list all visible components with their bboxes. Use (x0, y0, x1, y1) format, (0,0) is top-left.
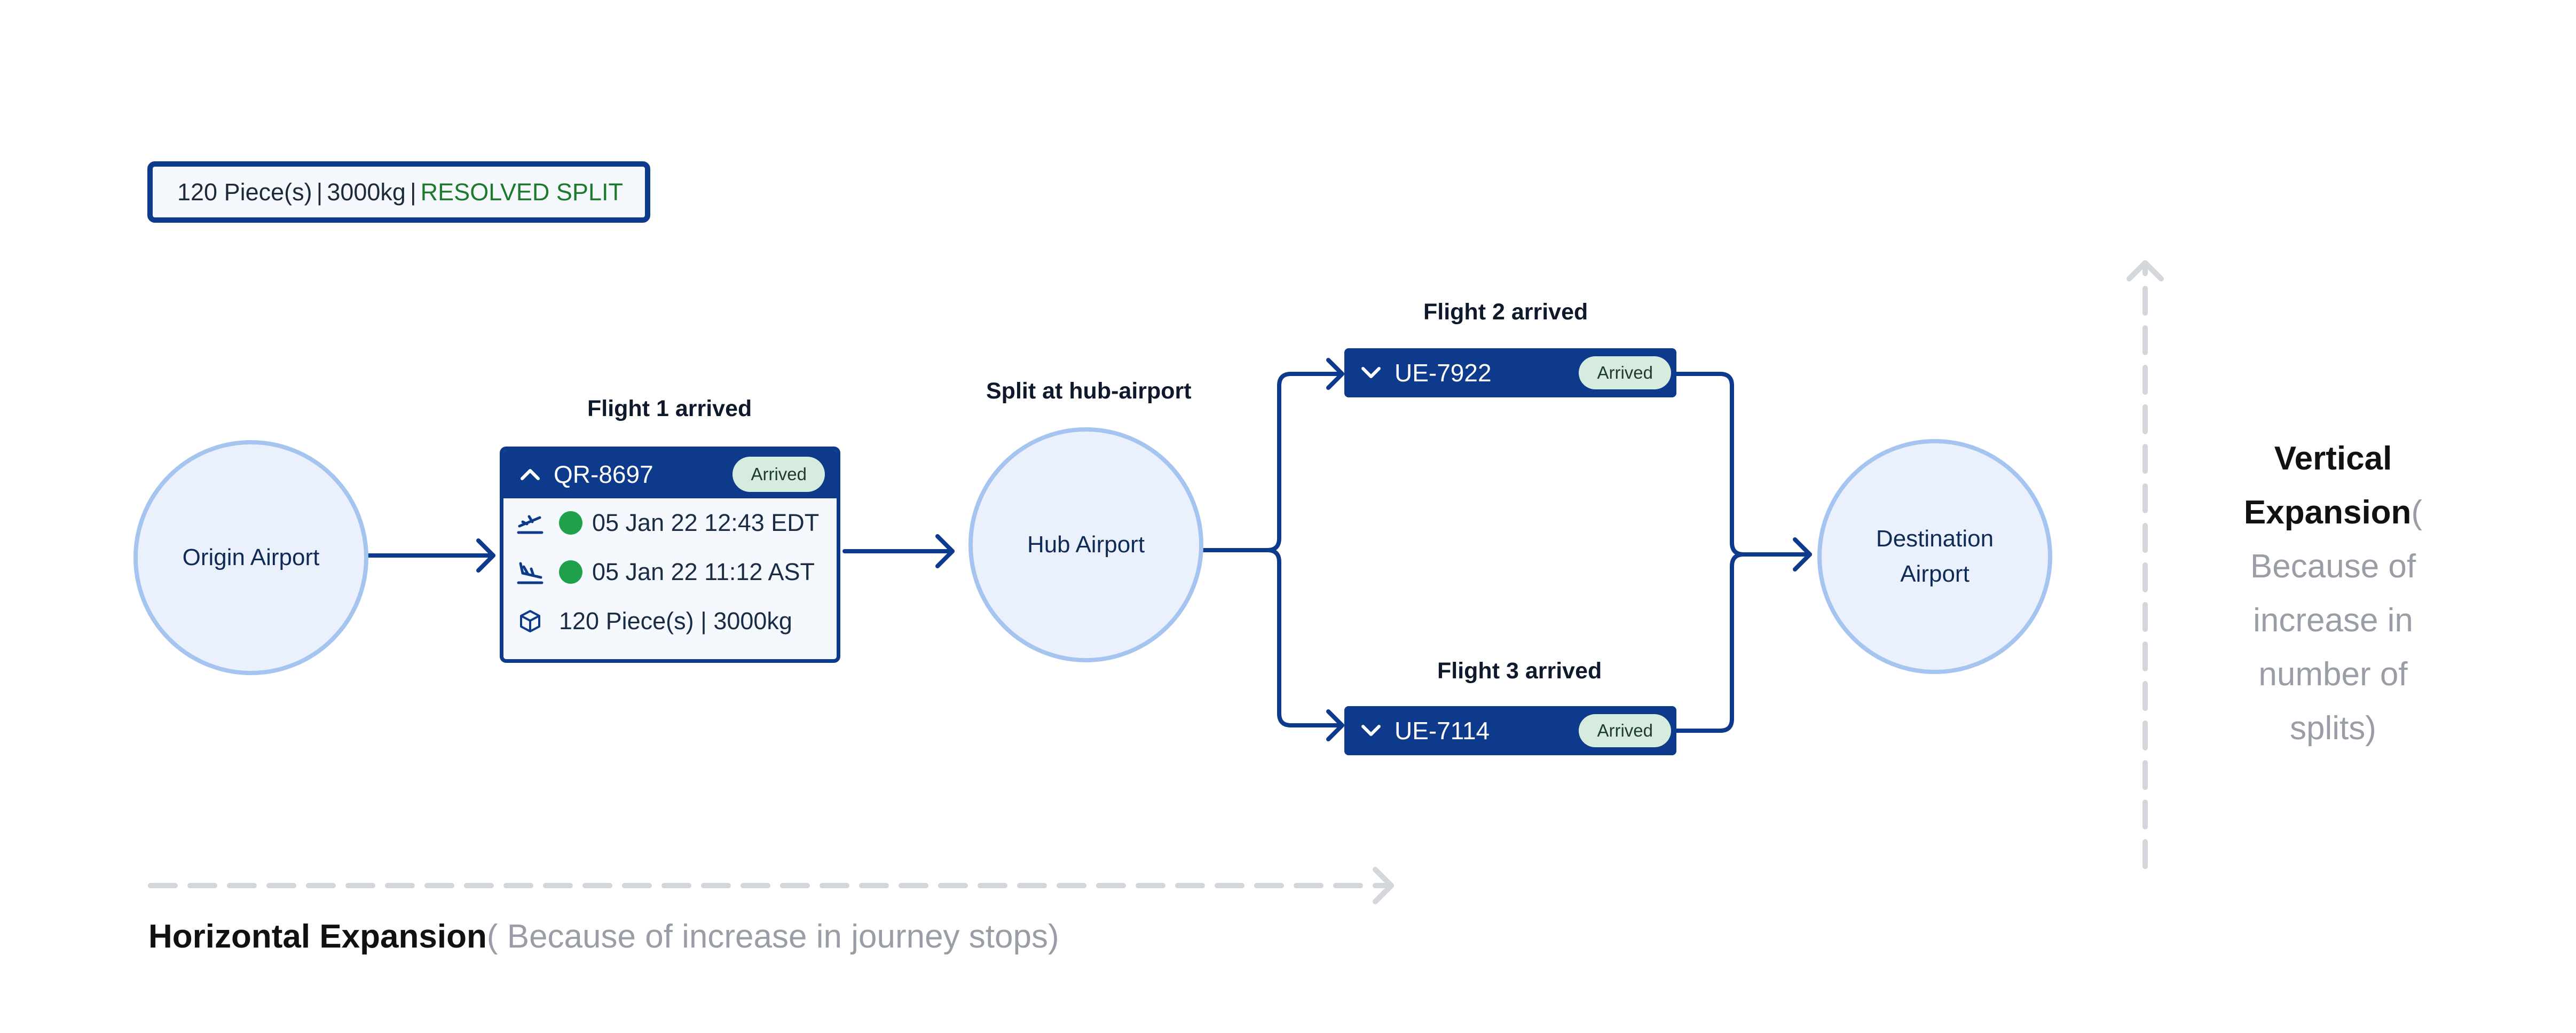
shipment-summary: 120 Piece(s) | 3000kg | RESOLVED SPLIT (147, 161, 650, 223)
chevron-down-icon[interactable] (1360, 720, 1382, 741)
arrowhead-flight2 (1326, 358, 1344, 390)
connector-hub-split (1198, 372, 1344, 552)
vertical-expansion-open-paren: ( (2411, 494, 2423, 531)
destination-airport-node: Destination Airport (1817, 439, 2052, 674)
vertical-expansion-note-line1: Because of (2250, 548, 2416, 585)
summary-pieces: 120 Piece(s) (177, 178, 312, 206)
summary-status: RESOLVED SPLIT (420, 178, 623, 206)
vertical-expansion-note-line2: increase in (2253, 602, 2413, 639)
destination-airport-label-line1: Destination (1876, 526, 1994, 552)
flight3-bar[interactable]: UE-7114 Arrived (1344, 706, 1676, 755)
vertical-expansion-note-line4: splits) (2290, 710, 2376, 747)
hub-airport-label: Hub Airport (1027, 531, 1145, 558)
vertical-expansion-title-line2: Expansion (2243, 494, 2412, 531)
vertical-expansion-title-line1: Vertical (2274, 440, 2392, 477)
flight2-bar[interactable]: UE-7922 Arrived (1344, 348, 1676, 397)
flight2-code: UE-7922 (1395, 359, 1492, 387)
flight1-card: QR-8697 Arrived 05 Jan 22 12:43 EDT 05 J… (500, 447, 840, 663)
flight1-arrival-row: 05 Jan 22 11:12 AST (503, 547, 837, 597)
vertical-arrowhead (2126, 260, 2164, 281)
flight1-departure: 05 Jan 22 12:43 EDT (592, 509, 820, 536)
chevron-down-icon[interactable] (1360, 362, 1382, 384)
departure-status-dot (559, 511, 582, 535)
flight1-status-badge: Arrived (732, 457, 825, 492)
summary-weight: 3000kg (327, 178, 406, 206)
vertical-expansion-label: Vertical Expansion( Because of increase … (2221, 432, 2445, 755)
chevron-up-icon[interactable] (519, 464, 541, 485)
flight3-status-badge: Arrived (1579, 714, 1671, 747)
connector-merge-lower (1671, 552, 1746, 733)
arrowhead-flight1 (476, 538, 495, 573)
horizontal-expansion-label: Horizontal Expansion( Because of increas… (148, 918, 1059, 956)
horizontal-arrowhead (1373, 867, 1394, 904)
horizontal-expansion-title: Horizontal Expansion (148, 918, 487, 955)
connector-hub-split-lower (1265, 548, 1344, 727)
flight1-cargo: 120 Piece(s) | 3000kg (559, 607, 792, 635)
caption-flight2: Flight 2 arrived (1423, 299, 1588, 325)
takeoff-icon (515, 508, 545, 538)
arrowhead-hub (935, 534, 955, 568)
package-icon (515, 606, 545, 636)
summary-separator: | (316, 178, 323, 206)
flight3-code: UE-7114 (1395, 717, 1490, 745)
flight1-arrival: 05 Jan 22 11:12 AST (592, 558, 815, 585)
flight1-cargo-row: 120 Piece(s) | 3000kg (503, 597, 837, 646)
caption-flight1: Flight 1 arrived (587, 396, 752, 421)
flight2-status-badge: Arrived (1579, 356, 1671, 389)
arrowhead-destination (1793, 537, 1812, 572)
summary-separator-2: | (409, 178, 416, 206)
caption-flight3: Flight 3 arrived (1437, 658, 1602, 684)
horizontal-expansion-note: ( Because of increase in journey stops) (486, 918, 1059, 955)
landing-icon (515, 557, 545, 587)
arrowhead-flight3 (1326, 709, 1344, 741)
hub-airport-node: Hub Airport (968, 427, 1203, 662)
vertical-expansion-note-line3: number of (2258, 656, 2408, 693)
origin-airport-label: Origin Airport (182, 544, 320, 570)
destination-airport-label-line2: Airport (1900, 561, 1970, 587)
arrival-status-dot (559, 560, 582, 584)
connector-merge-upper (1671, 372, 1812, 557)
origin-airport-node: Origin Airport (133, 440, 368, 675)
flight1-code: QR-8697 (554, 460, 653, 488)
flight1-departure-row: 05 Jan 22 12:43 EDT (503, 498, 837, 547)
flight1-header[interactable]: QR-8697 Arrived (503, 450, 837, 498)
caption-hub: Split at hub-airport (986, 378, 1192, 404)
